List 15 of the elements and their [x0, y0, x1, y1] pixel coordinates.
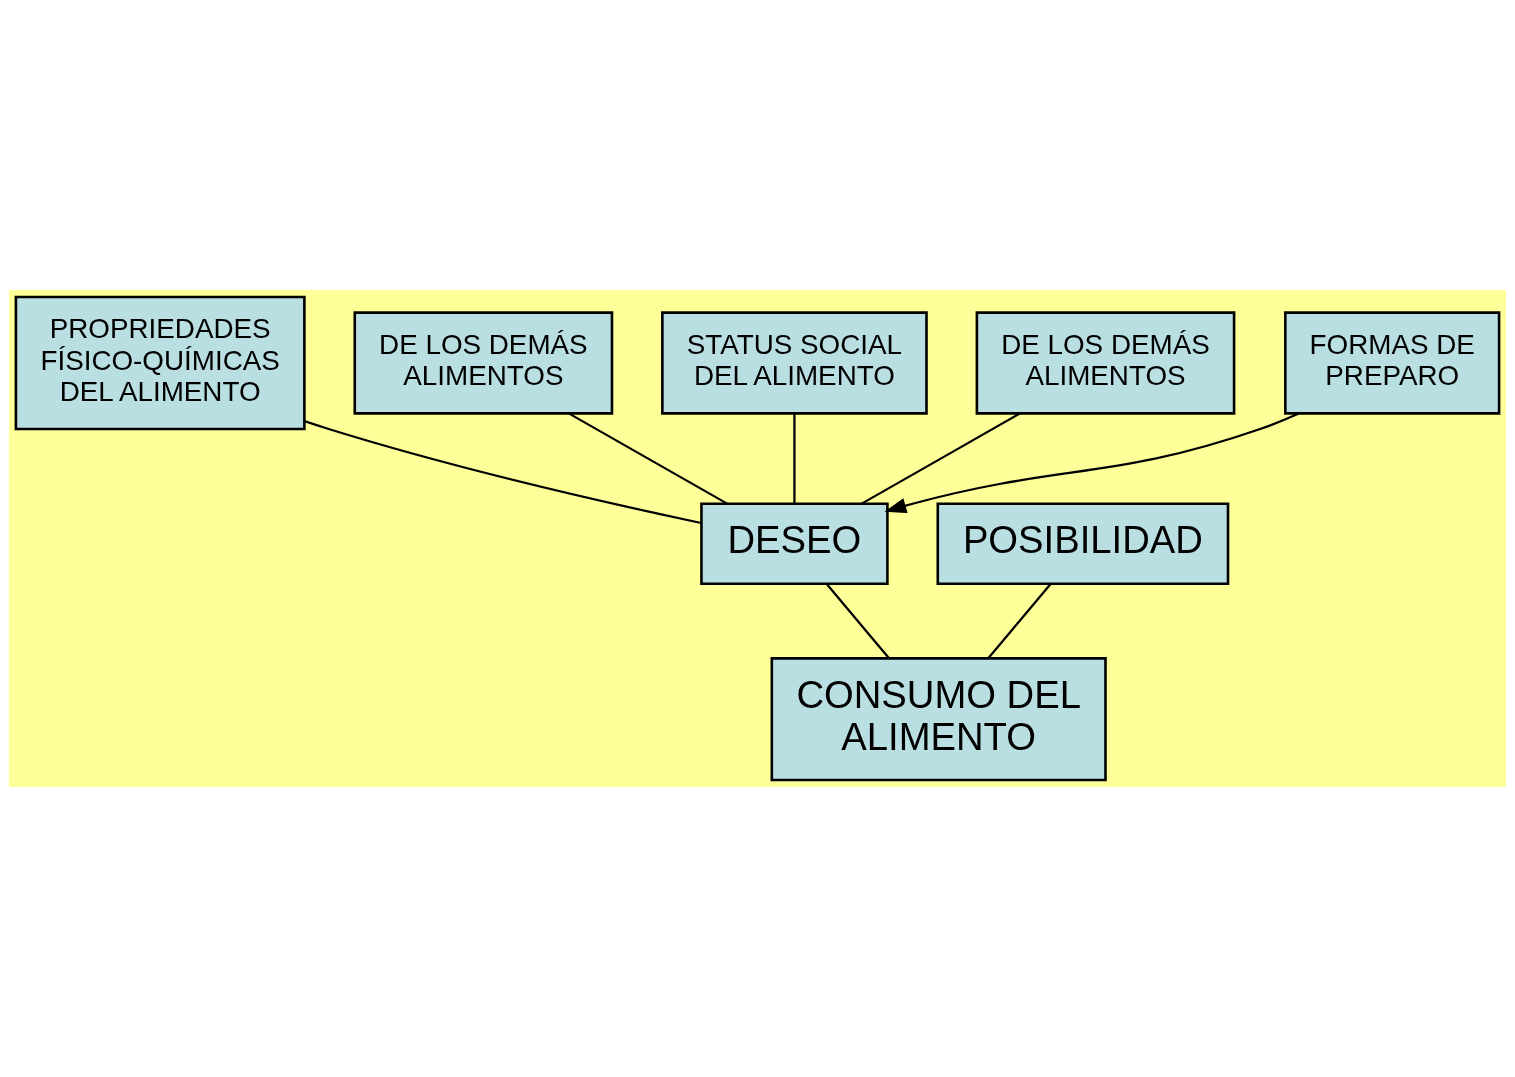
connector	[568, 412, 728, 505]
node-box: POSIBILIDAD	[936, 502, 1230, 585]
node-box: DESEO	[700, 502, 889, 585]
arrow	[884, 412, 1300, 514]
node-box: PROPRIEDADES FÍSICO-QUÍMICAS DEL ALIMENTO	[14, 295, 306, 431]
node-box: FORMAS DE PREPARO	[1284, 311, 1501, 415]
connector	[861, 412, 1021, 505]
node-box: STATUS SOCIAL DEL ALIMENTO	[661, 311, 928, 415]
node-box: DE LOS DEMÁS ALIMENTOS	[353, 311, 614, 415]
node-box: DE LOS DEMÁS ALIMENTOS	[975, 311, 1236, 415]
node-box: CONSUMO DEL ALIMENTO	[770, 657, 1107, 782]
connector	[826, 583, 890, 660]
connector	[987, 583, 1052, 660]
connector	[304, 420, 702, 525]
connector	[793, 413, 796, 504]
